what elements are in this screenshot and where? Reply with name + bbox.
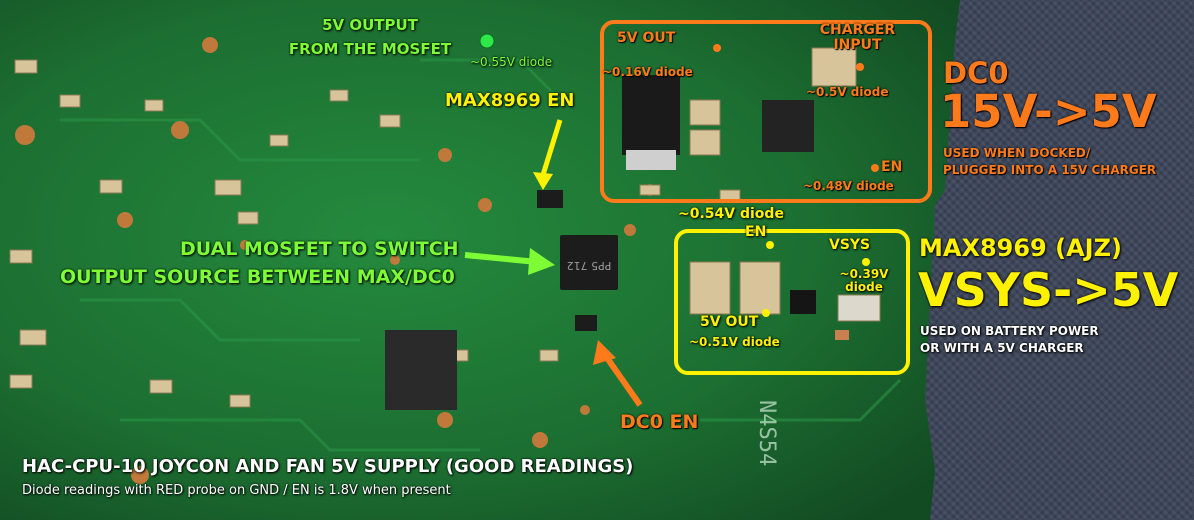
dual-mosfet-line1: DUAL MOSFET TO SWITCH [180, 238, 459, 260]
footer-title: HAC-CPU-10 JOYCON AND FAN 5V SUPPLY (GOO… [22, 456, 634, 477]
charger-input-label: CHARGER INPUT [800, 23, 915, 52]
mosfet-test-point-dot [479, 33, 495, 49]
svg-text:PP5 712: PP5 712 [567, 259, 612, 272]
charger-input-line2: INPUT [833, 36, 882, 53]
mosfet-output-label: 5V OUTPUT FROM THE MOSFET [270, 16, 470, 58]
vsys-dot [862, 258, 870, 266]
dc0-en-diode: ~0.48V diode [803, 179, 894, 193]
max-en-diode: ~0.54V diode [678, 206, 784, 222]
mosfet-output-line1: 5V OUTPUT [322, 16, 418, 34]
max8969-highlight-box [674, 229, 910, 375]
vsys-diode-line1: ~0.39V [839, 267, 889, 281]
dc0-usage-line1: USED WHEN DOCKED/ [943, 146, 1091, 160]
max-out-label: 5V OUT [700, 314, 759, 330]
dc0-highlight-box [600, 20, 932, 203]
max-en-label: EN [745, 224, 767, 240]
dc0-usage-line2: PLUGGED INTO A 15V CHARGER [943, 162, 1157, 177]
dc0-out-dot [713, 44, 721, 52]
max8969-usage-line1: USED ON BATTERY POWER [920, 324, 1099, 338]
charger-diode: ~0.5V diode [806, 85, 889, 99]
max-out-dot [762, 309, 770, 317]
dual-mosfet-label: DUAL MOSFET TO SWITCH OUTPUT SOURCE BETW… [60, 238, 460, 288]
dc0-en-arrow [593, 340, 643, 407]
footer-subtitle: Diode readings with RED probe on GND / E… [22, 483, 451, 498]
max8969-title: MAX8969 (AJZ) [919, 234, 1122, 262]
dc0-usage-note: USED WHEN DOCKED/ PLUGGED INTO A 15V CHA… [943, 147, 1156, 176]
dc0-en-label: DC0 EN [620, 411, 699, 433]
mosfet-output-line2: FROM THE MOSFET [288, 39, 452, 58]
max8969-en-label: MAX8969 EN [445, 90, 575, 111]
max8969-conversion: VSYS->5V [918, 263, 1179, 317]
charger-input-dot [856, 63, 864, 71]
dc0-out-label: 5V OUT [617, 30, 676, 46]
dc0-title: DC0 [943, 56, 1009, 90]
vsys-diode-line2: diode [845, 279, 883, 294]
dc0-conversion: 15V->5V [940, 85, 1157, 138]
max8969-en-arrow [533, 119, 563, 190]
charger-input-line1: CHARGER [819, 22, 896, 38]
mosfet-diode-reading: ~0.55V diode [470, 55, 553, 69]
max8969-usage-line2: OR WITH A 5V CHARGER [920, 340, 1084, 355]
dual-mosfet-line2: OUTPUT SOURCE BETWEEN MAX/DC0 [60, 265, 455, 288]
max8969-usage-note: USED ON BATTERY POWER OR WITH A 5V CHARG… [920, 325, 1099, 354]
max-en-dot [766, 241, 774, 249]
vsys-label: VSYS [829, 237, 871, 253]
svg-text:N4S54: N4S54 [754, 400, 779, 466]
vsys-diode: ~0.39V diode [834, 268, 894, 293]
dual-mosfet-arrow [464, 248, 555, 275]
dc0-box-en-label: EN [881, 159, 903, 175]
dc0-en-dot [871, 164, 879, 172]
max-out-diode: ~0.51V diode [689, 335, 780, 349]
dc0-out-diode: ~0.16V diode [602, 65, 693, 79]
